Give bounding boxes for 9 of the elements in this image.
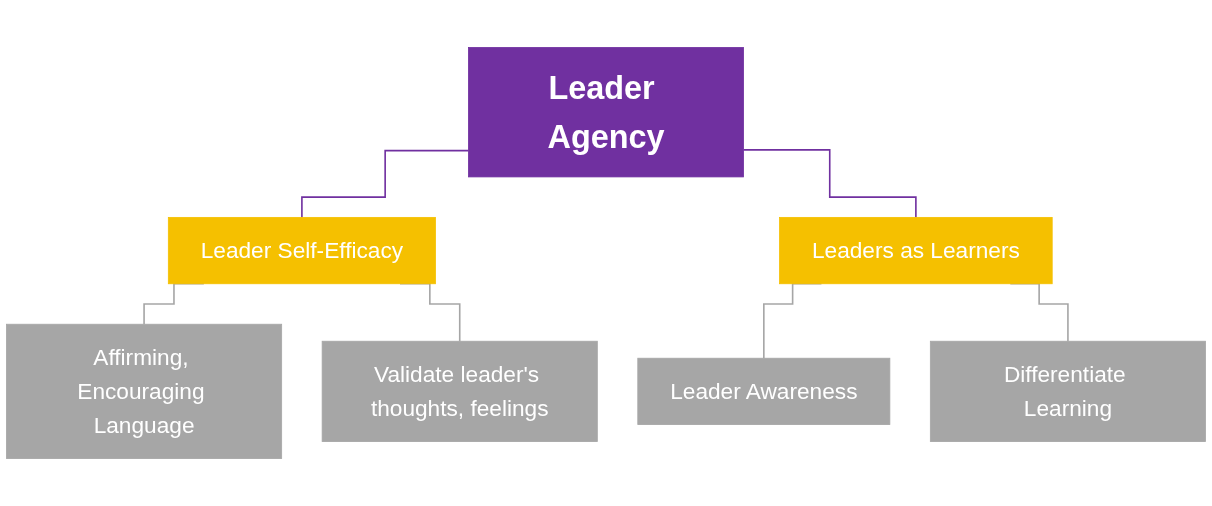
node-box: Leader Self-Efficacy [167, 217, 436, 285]
connector [301, 149, 470, 219]
node-box: Validate leader's thoughts, feelings [321, 340, 598, 442]
node-box: Differentiate Learning [929, 340, 1206, 442]
connector [742, 149, 917, 219]
node-box: Leaders as Learners [779, 217, 1053, 285]
node-box: Leader Awareness [637, 357, 891, 425]
node-box: Leader Agency [468, 47, 744, 178]
node-box: Affirming, Encouraging Language [6, 323, 283, 459]
